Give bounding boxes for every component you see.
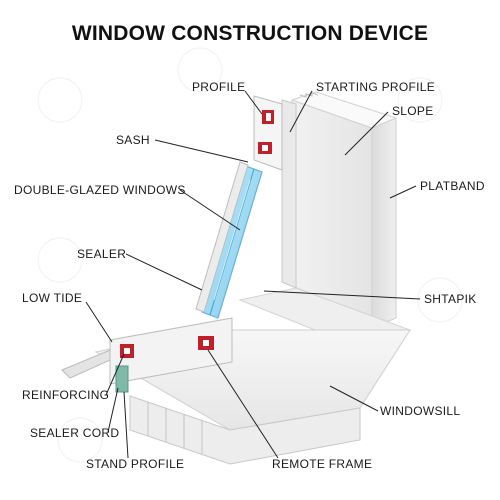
leader-windowsill [329,385,379,412]
leader-profile [244,90,263,115]
glass-highlight [213,179,251,301]
lower-frame-block [109,317,233,385]
leader-lines [85,90,421,459]
leader-platband [389,185,417,199]
label-slope: SLOPE [392,104,434,118]
leader-reinforcing [105,353,125,396]
upper-sash-cavity [262,145,268,151]
label-starting-profile: STARTING PROFILE [316,80,436,94]
label-shtapik: SHTAPIK [424,292,477,306]
slope-edge [299,92,319,98]
reinforcing-cavity [124,348,130,354]
leader-sealer-cord [107,387,119,433]
label-sash: SASH [116,133,150,147]
leader-sealer [125,253,203,291]
label-double-glazed-windows: DOUBLE-GLAZED WINDOWS [14,183,186,197]
leader-stand-profile [123,391,129,459]
windowsill-front [129,395,361,465]
diagram-title: WINDOW CONSTRUCTION DEVICE [71,22,429,45]
label-profile: PROFILE [192,80,246,94]
upper-frame-block [253,95,283,171]
starting-profile-strip [281,99,297,289]
slope-wall [291,99,373,319]
leader-low-tide [85,301,113,343]
leader-double-glazed [179,189,241,231]
label-remote-frame: REMOTE FRAME [272,457,373,471]
label-reinforcing: REINFORCING [22,388,110,402]
label-low-tide: LOW TIDE [22,291,83,305]
label-windowsill: WINDOWSILL [380,404,461,418]
watermark-pattern [37,47,463,463]
leader-slope [344,111,389,156]
label-platband: PLATBAND [420,179,485,193]
leader-starting-profile [289,90,313,133]
leader-shtapik [263,290,421,300]
label-stand-profile: STAND PROFILE [86,457,185,471]
label-sealer-cord: SEALER CORD [30,426,120,440]
glass-spacer-line [209,168,255,316]
leader-remote-frame [207,349,279,459]
label-sealer: SEALER [77,247,127,261]
sash-rail [195,161,249,313]
stand-profile [115,365,129,393]
remote-frame-cavity [203,340,209,346]
upper-profile-cavity [266,113,271,121]
leader-sash [154,139,249,163]
windowsill-slats [147,402,203,454]
